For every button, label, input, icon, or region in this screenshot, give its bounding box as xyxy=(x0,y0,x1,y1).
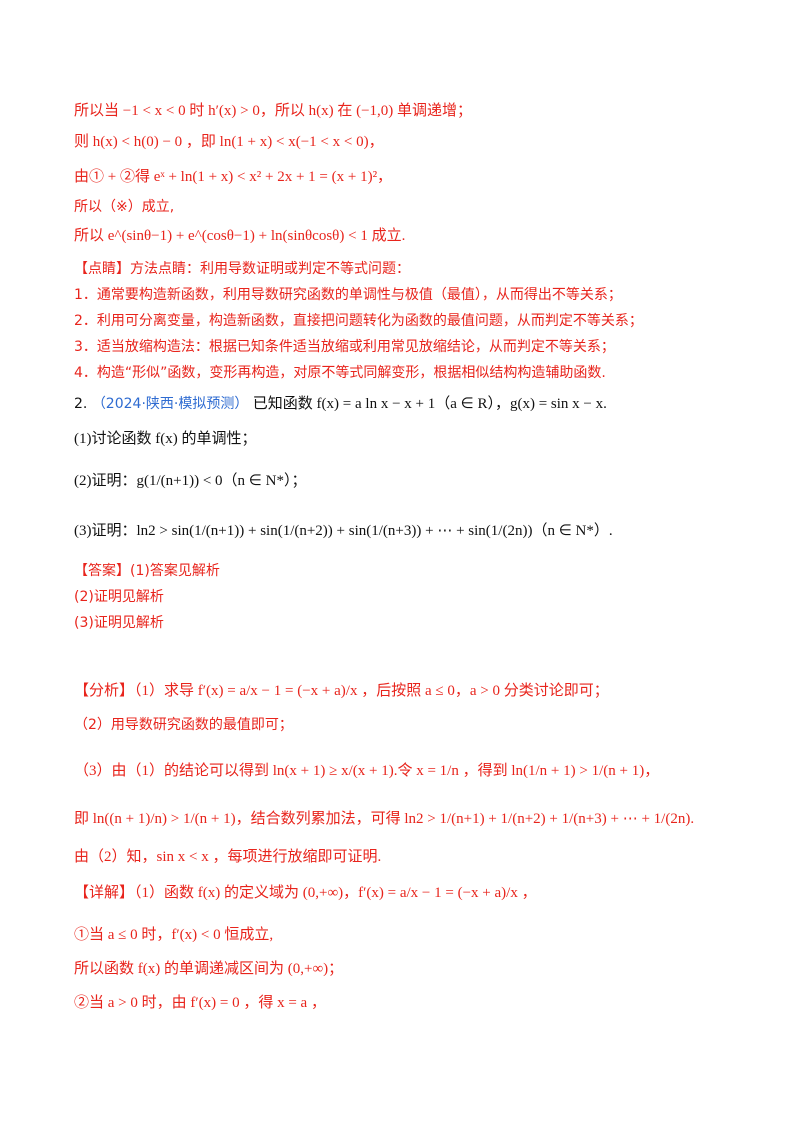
detail-4: ②当 a > 0 时，由 f′(x) = 0 ，得 x = a ， xyxy=(74,995,326,1011)
analysis-1: 【分析】（1）求导 f′(x) = a/x − 1 = (−x + a)/x ，… xyxy=(74,683,609,699)
tip-item-3: 3．适当放缩构造法：根据已知条件适当放缩或利用常见放缩结论，从而判定不等关系； xyxy=(74,339,615,355)
analysis-4: 即 ln((n + 1)/n) > 1/(n + 1)，结合数列累加法，可得 l… xyxy=(74,811,695,827)
question-3: (3)证明：ln2 > sin(1/(n+1)) + sin(1/(n+2)) … xyxy=(74,523,613,539)
text-line-1: 所以当 −1 < x < 0 时 h′(x) > 0，所以 h(x) 在 (−1… xyxy=(74,103,473,119)
text-line-5: 所以 e^(sinθ−1) + e^(cosθ−1) + ln(sinθcosθ… xyxy=(74,228,406,244)
problem-2: 2. （2024·陕西·模拟预测） 已知函数 f(x) = a ln x − x… xyxy=(74,393,607,415)
analysis-5: 由（2）知，sin x < x ，每项进行放缩即可证明. xyxy=(74,849,382,865)
analysis-3: （3）由（1）的结论可以得到 ln(x + 1) ≥ x/(x + 1).令 x… xyxy=(74,763,660,779)
answer-heading: 【答案】(1)答案见解析 xyxy=(74,563,220,579)
tip-item-4: 4．构造“形似”函数，变形再构造，对原不等式同解变形，根据相似结构构造辅助函数. xyxy=(74,365,606,381)
tip-heading: 【点睛】方法点睛：利用导数证明或判定不等式问题： xyxy=(74,261,410,277)
text-line-4: 所以（※）成立, xyxy=(74,199,175,215)
detail-2: ①当 a ≤ 0 时，f′(x) < 0 恒成立, xyxy=(74,927,274,943)
answer-2: (2)证明见解析 xyxy=(74,589,164,605)
problem-number: 2. xyxy=(74,396,88,412)
tip-item-1: 1．通常要构造新函数，利用导数研究函数的单调性与极值（最值），从而得出不等关系； xyxy=(74,287,622,303)
question-2: (2)证明：g(1/(n+1)) < 0（n ∈ N*）； xyxy=(74,473,307,489)
problem-source: （2024·陕西·模拟预测） xyxy=(91,396,249,412)
detail-3: 所以函数 f(x) 的单调递减区间为 (0,+∞)； xyxy=(74,961,344,977)
text-line-3: 由① + ②得 eˣ + ln(1 + x) < x² + 2x + 1 = (… xyxy=(74,169,393,185)
problem-stem: 已知函数 f(x) = a ln x − x + 1（a ∈ R），g(x) =… xyxy=(252,396,607,412)
tip-item-2: 2．利用可分离变量，构造新函数，直接把问题转化为函数的最值问题，从而判定不等关系… xyxy=(74,313,643,329)
question-1: (1)讨论函数 f(x) 的单调性； xyxy=(74,431,257,447)
answer-3: (3)证明见解析 xyxy=(74,615,164,631)
analysis-2: （2）用导数研究函数的最值即可； xyxy=(74,717,293,733)
text-line-2: 则 h(x) < h(0) − 0 ，即 ln(1 + x) < x(−1 < … xyxy=(74,134,384,150)
detail-1: 【详解】（1）函数 f(x) 的定义域为 (0,+∞)，f′(x) = a/x … xyxy=(74,885,537,901)
